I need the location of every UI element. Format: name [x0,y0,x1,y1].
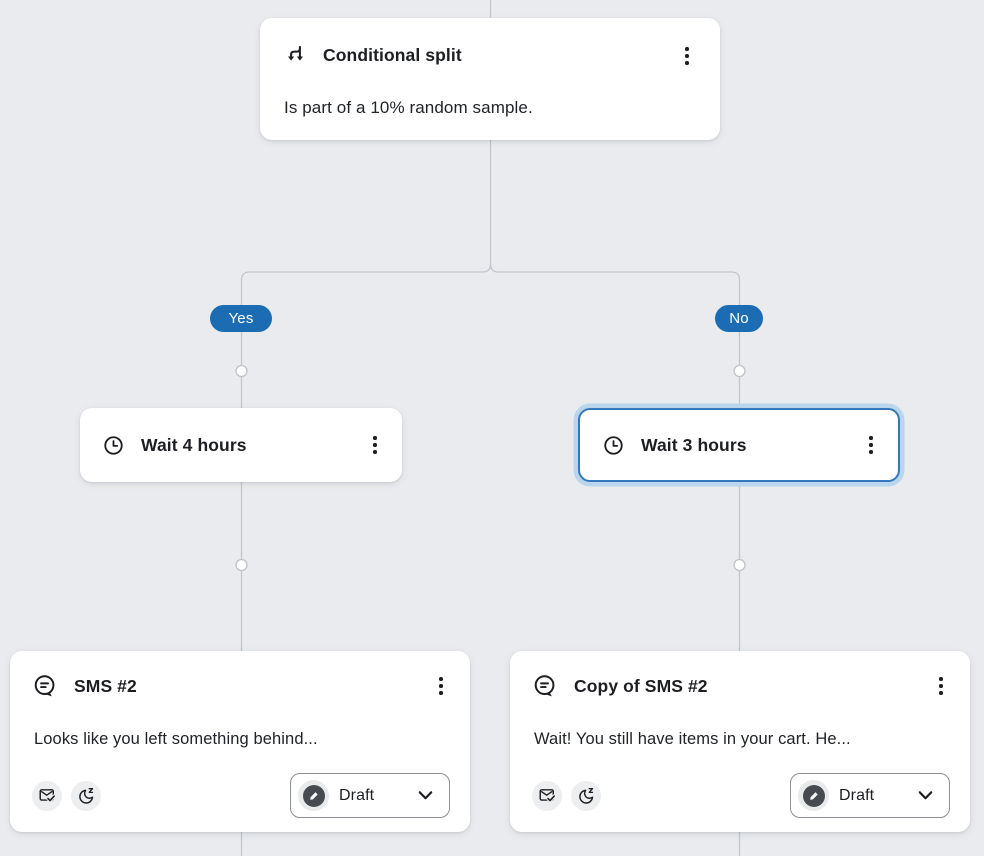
chevron-down-icon [415,785,436,806]
connector-handle[interactable] [235,558,248,572]
pencil-icon [802,784,825,807]
branch-label-yes: Yes [210,305,272,332]
node-title: Copy of SMS #2 [574,675,708,696]
wait-node-right-selected[interactable]: Wait 3 hours [578,408,900,482]
email-check-icon [32,780,62,811]
status-dropdown[interactable]: Draft [790,773,950,818]
pencil-icon [302,784,325,807]
status-dropdown[interactable]: Draft [290,773,450,818]
clock-icon [102,434,125,457]
kebab-menu-icon[interactable] [432,673,450,699]
connector-handle[interactable] [733,364,746,378]
node-header: Conditional split [284,43,696,69]
node-title: Wait 4 hours [141,434,247,455]
connector-handle[interactable] [733,558,746,572]
sms-node-left[interactable]: SMS #2 Looks like you left something beh… [10,651,470,832]
chat-bubble-icon [32,673,58,699]
message-preview: Looks like you left something behind... [34,730,318,748]
kebab-menu-icon[interactable] [862,432,880,458]
branch-label-no: No [715,305,763,332]
wait-node-left[interactable]: Wait 4 hours [80,408,402,482]
connector-branch-yes [240,138,492,856]
moon-z-icon [71,780,101,811]
moon-z-icon [571,780,601,811]
node-title: Conditional split [323,45,462,66]
status-label: Draft [339,786,375,804]
connector-branch-no [489,263,741,856]
status-icon-badge [298,780,329,811]
kebab-menu-icon[interactable] [932,673,950,699]
kebab-menu-icon[interactable] [366,432,384,458]
message-preview: Wait! You still have items in your cart.… [534,730,851,748]
sms-node-right[interactable]: Copy of SMS #2 Wait! You still have item… [510,651,970,832]
email-check-icon [532,780,562,811]
kebab-menu-icon[interactable] [678,43,696,69]
conditional-split-node[interactable]: Conditional split Is part of a 10% rando… [260,18,720,140]
status-icon-badge [798,780,829,811]
status-label: Draft [839,786,875,804]
node-header: Copy of SMS #2 [532,673,950,699]
connector-handle[interactable] [235,364,248,378]
chevron-down-icon [915,785,936,806]
split-description: Is part of a 10% random sample. [284,97,533,117]
node-title: SMS #2 [74,675,137,696]
node-footer: Draft [32,773,450,818]
node-title: Wait 3 hours [641,434,747,455]
clock-icon [602,434,625,457]
node-footer: Draft [532,773,950,818]
conditional-split-icon [284,44,307,67]
chat-bubble-icon [532,673,558,699]
node-header: SMS #2 [32,673,450,699]
